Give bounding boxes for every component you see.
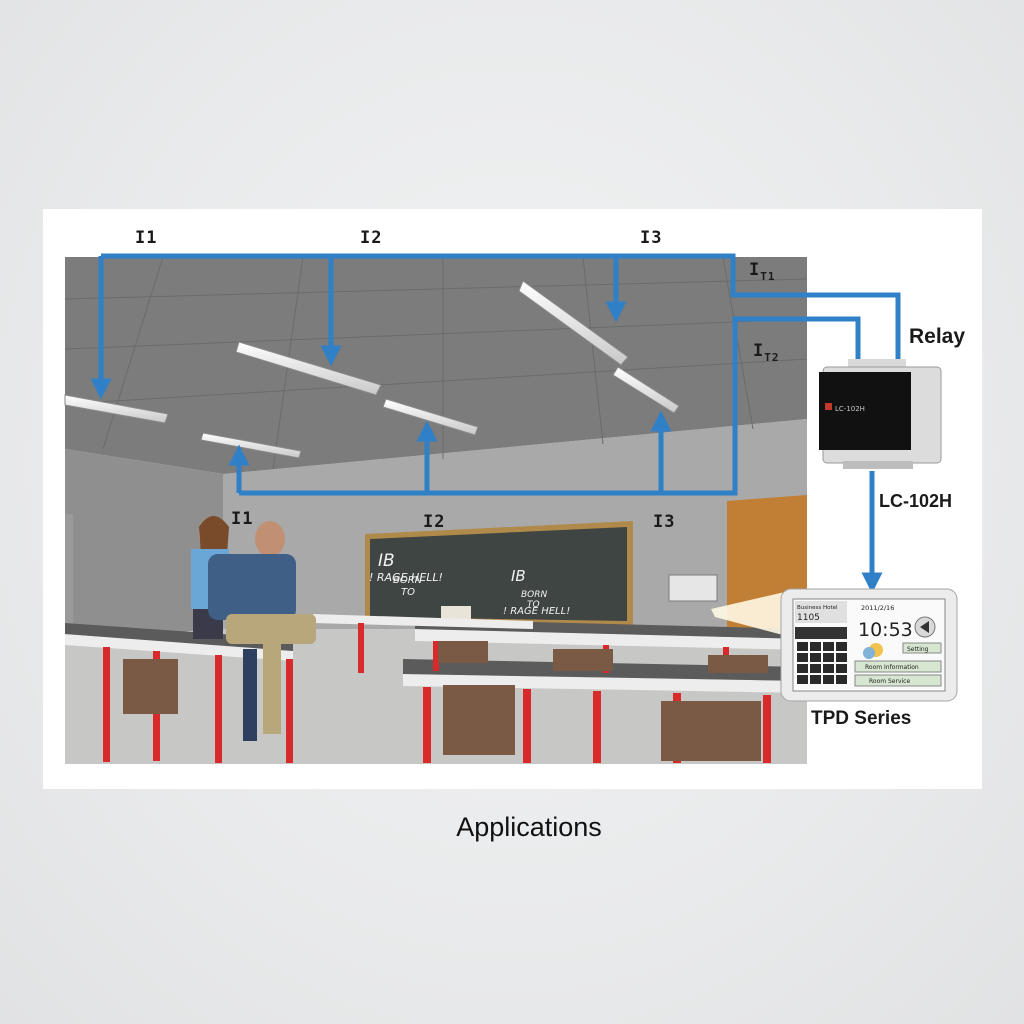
wiring: [90, 253, 901, 594]
panel-room-info-button: Room Information: [865, 664, 919, 671]
panel-header-text: Business Hotel: [797, 605, 838, 611]
panel-date-text: 2011/2/16: [861, 604, 894, 612]
panel-label: TPD Series: [811, 708, 911, 729]
chalk-text-right-3: TO: [527, 600, 540, 610]
wire-it2: [239, 316, 861, 496]
chalk-text-left-1: IB: [378, 551, 395, 571]
classroom-scene: IB BORN TO ! RAGE HELL! IB BORN TO ! RAG…: [64, 256, 808, 764]
chalk-text-left-2: BORN: [393, 575, 423, 586]
chalk-text-right-4: ! RAGE HELL!: [503, 606, 570, 617]
desks: [65, 614, 807, 763]
lc-102h-controller: LC-102H: [819, 359, 942, 469]
chalkboard: IB BORN TO ! RAGE HELL! IB BORN TO ! RAG…: [365, 521, 633, 627]
label-bottom-i1: I1: [231, 509, 253, 529]
label-it2: IT2: [753, 341, 780, 364]
controller-label: LC-102H: [879, 491, 952, 511]
chalk-text-right-2: BORN: [521, 590, 548, 600]
caption: Applications: [456, 812, 602, 842]
tpd-touch-panel: Business Hotel 1105 2011/2/16 10:53 Sett…: [711, 588, 958, 702]
panel-room-service-button: Room Service: [869, 678, 910, 685]
panel-time-text: 10:53: [858, 619, 913, 641]
label-top-i1: I1: [135, 228, 157, 248]
label-top-i2: I2: [360, 228, 382, 248]
students: [191, 516, 316, 741]
label-it1: IT1: [749, 260, 776, 283]
wall-panel: [668, 574, 718, 602]
label-top-i3: I3: [640, 228, 662, 248]
panel-room-text: 1105: [797, 613, 820, 623]
chalk-text-left-3: TO: [401, 587, 415, 598]
wire-it1: [101, 253, 901, 359]
chalk-text-right-1: IB: [511, 567, 526, 585]
ceiling-lamps: [64, 280, 680, 459]
chalk-text-left-4: ! RAGE HELL!: [369, 571, 443, 584]
relay-label: Relay: [909, 325, 965, 348]
label-bottom-i3: I3: [653, 512, 675, 532]
controller-face-text: LC-102H: [835, 405, 865, 413]
diagram-card: IB BORN TO ! RAGE HELL! IB BORN TO ! RAG…: [43, 209, 982, 789]
label-bottom-i2: I2: [423, 512, 445, 532]
panel-setting-button: Setting: [907, 646, 929, 653]
classroom-lighting-diagram: IB BORN TO ! RAGE HELL! IB BORN TO ! RAG…: [64, 228, 965, 764]
